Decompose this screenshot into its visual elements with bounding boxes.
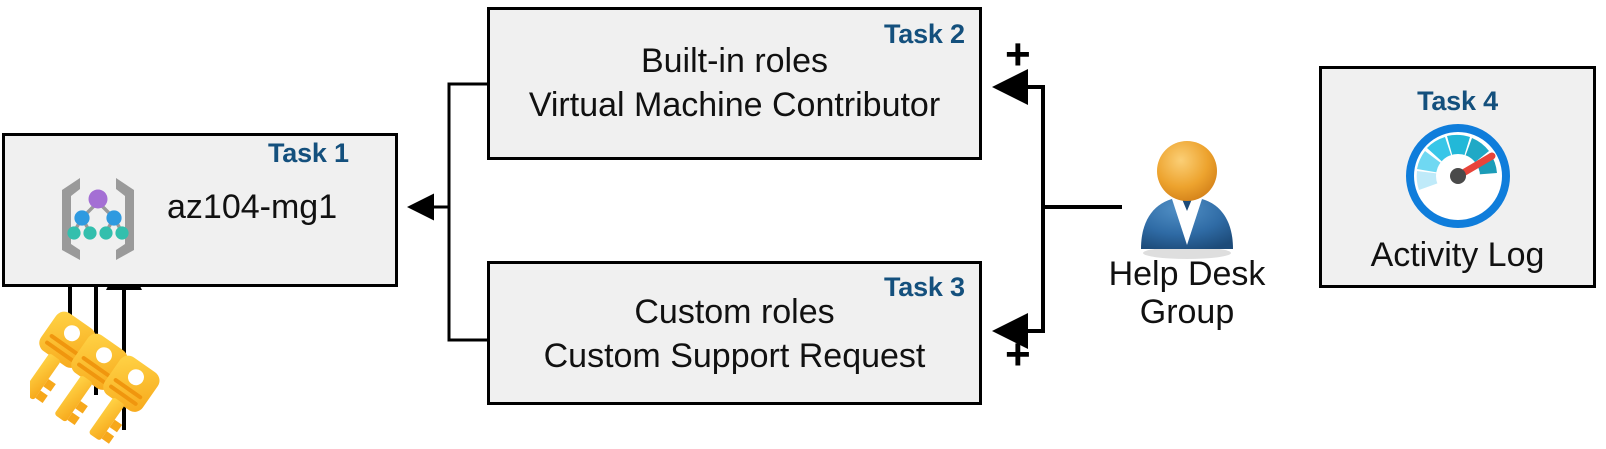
task3-line2: Custom Support Request: [543, 337, 926, 375]
activity-log-gauge-icon: [1400, 124, 1516, 230]
task2-plus-operator: +: [1005, 30, 1031, 79]
key-3: [89, 355, 160, 444]
task3-label: Task 3: [884, 272, 965, 302]
task3-box[interactable]: [487, 261, 982, 405]
task1-label: Task 1: [268, 138, 349, 168]
connector-roles-to-mg: [407, 82, 487, 342]
task3-line1: Custom roles: [634, 293, 835, 331]
task3-plus-operator: +: [1005, 330, 1031, 379]
helpdesk-caption-line2: Group: [1139, 293, 1235, 331]
helpdesk-caption-line1: Help Desk: [1108, 255, 1266, 293]
management-group-icon: [50, 172, 146, 264]
task4-label: Task 4: [1417, 86, 1498, 116]
task2-box[interactable]: [487, 7, 982, 160]
task1-text: az104-mg1: [167, 188, 338, 226]
task2-line2: Virtual Machine Contributor: [528, 86, 941, 124]
task2-line1: Built-in roles: [640, 42, 829, 80]
user-group-icon: [1128, 137, 1246, 259]
task2-label: Task 2: [884, 19, 965, 49]
task4-text: Activity Log: [1370, 236, 1545, 274]
keys-icon: [23, 310, 170, 449]
